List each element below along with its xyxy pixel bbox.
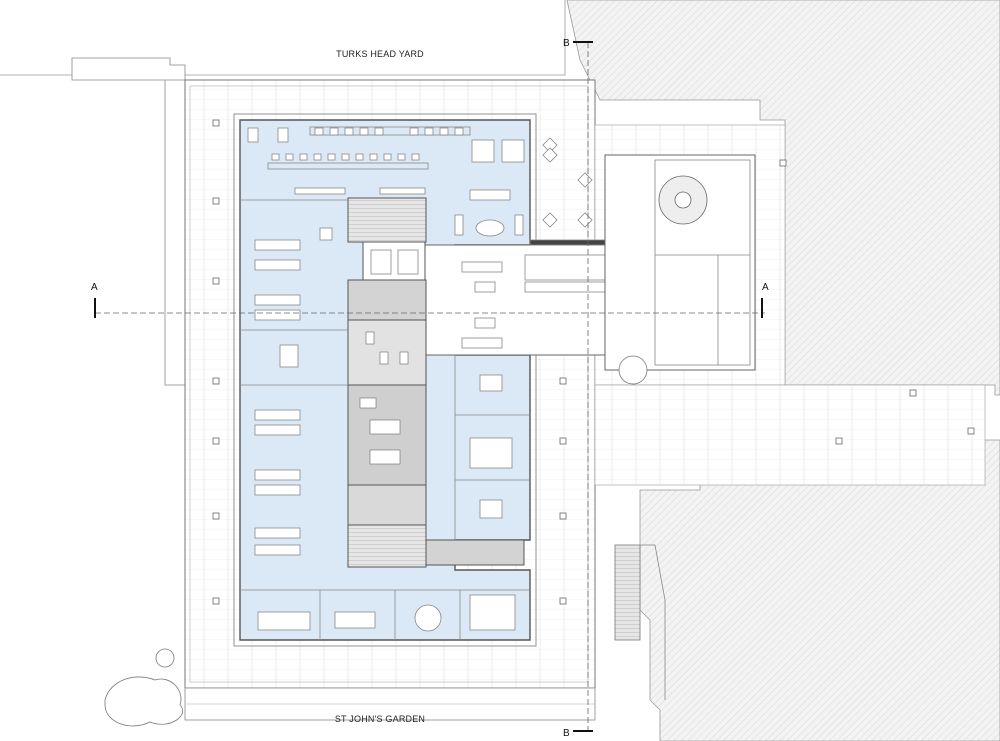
reception-lobby bbox=[424, 244, 606, 356]
core-lobby-south bbox=[347, 484, 427, 526]
structural-columns bbox=[212, 119, 975, 605]
core-link-corridor bbox=[425, 539, 525, 566]
section-label-b-north: B bbox=[563, 38, 570, 49]
section-label-b-south: B bbox=[563, 728, 570, 739]
breakout-lounge bbox=[454, 139, 525, 237]
desk-clusters-west bbox=[254, 227, 333, 556]
meeting-rooms bbox=[257, 374, 516, 632]
workstations-north bbox=[247, 126, 471, 195]
section-label-a-east: A bbox=[762, 282, 769, 293]
west-building-outline bbox=[71, 57, 186, 81]
core-stair-south bbox=[347, 524, 427, 568]
north-street-edge bbox=[0, 0, 566, 76]
street-label-north: TURKS HEAD YARD bbox=[336, 49, 424, 59]
tree-canopy bbox=[104, 676, 183, 727]
core-stair-north bbox=[347, 197, 427, 243]
external-stair-south bbox=[614, 544, 641, 641]
paved-courtyard-south bbox=[594, 384, 986, 486]
office-inner-line bbox=[233, 113, 537, 647]
core-corridor bbox=[347, 279, 427, 321]
street-label-south: ST JOHN'S GARDEN bbox=[335, 714, 425, 724]
terrace-tables bbox=[529, 137, 611, 246]
section-label-a-west: A bbox=[91, 282, 98, 293]
partitions bbox=[240, 199, 530, 640]
west-building-edge bbox=[164, 80, 186, 640]
neighbour-building-north-east bbox=[566, 0, 1000, 396]
